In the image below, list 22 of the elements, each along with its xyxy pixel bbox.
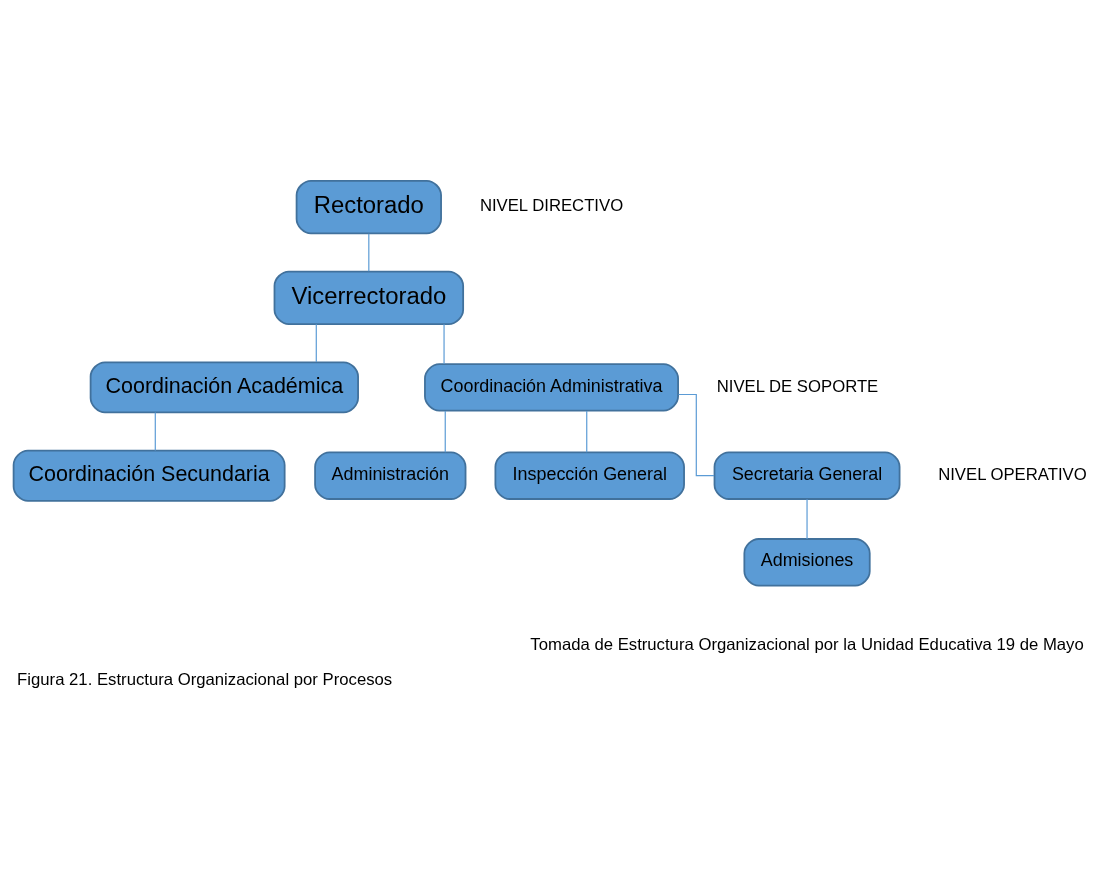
node-box: Vicerrectorado [273,270,465,325]
node-box: Inspección General [494,451,685,500]
connector [586,409,588,453]
label: NIVEL DIRECTIVO [479,195,624,215]
connector [315,323,317,363]
connector [677,393,715,476]
node-box: Rectorado [295,179,442,234]
label: NIVEL DE SOPORTE [716,376,879,396]
node-box: Coordinación Secundaria [12,449,286,502]
connector [368,232,370,272]
connector [443,323,445,364]
caption: Figura 21. Estructura Organizacional por Procesos [17,669,393,689]
node-box: Secretaria General [713,451,901,500]
connector [444,409,446,453]
node-box: Admisiones [743,537,871,586]
node-box: Coordinación Administrativa [424,362,679,412]
label: Tomada de Estructura Organizacional por la Unidad Educativa 19 de Mayo [530,634,1084,654]
label: NIVEL OPERATIVO [938,464,1087,484]
connector [154,411,156,451]
node-box: Coordinación Académica [89,360,359,413]
node-box: Administración [314,451,467,500]
connector [806,498,808,540]
